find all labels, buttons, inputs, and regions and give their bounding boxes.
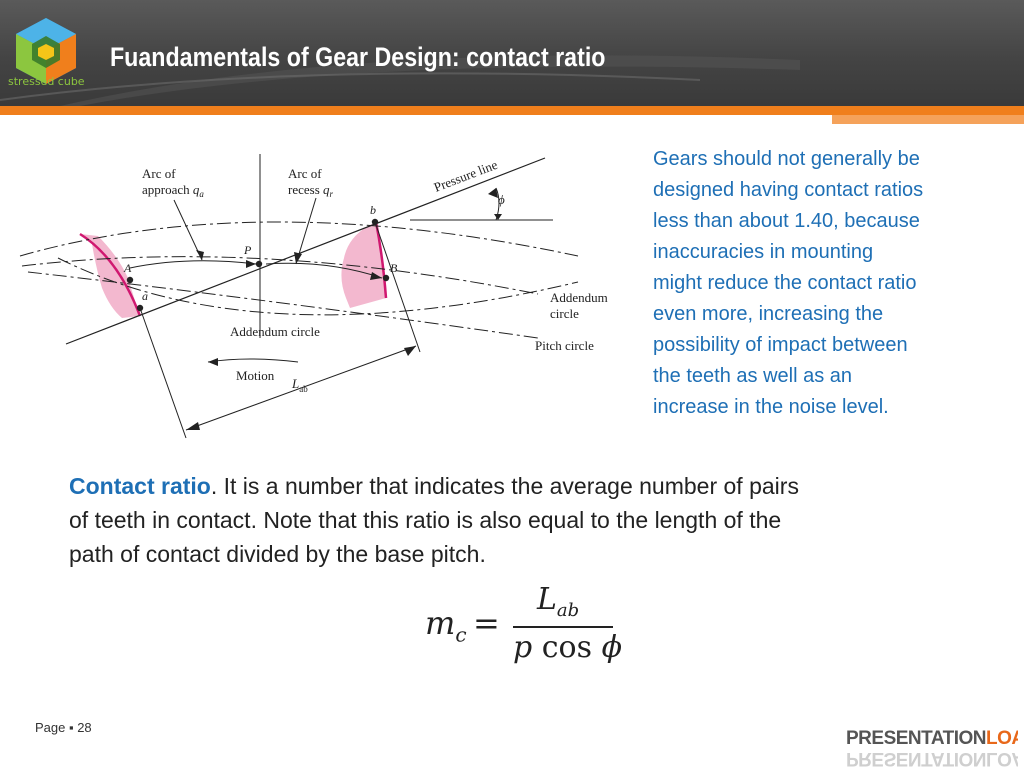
pressure-line: [65, 157, 546, 345]
side-note-line: increase in the noise level.: [653, 396, 889, 418]
label-pitch-circle: Pitch circle: [535, 338, 594, 353]
side-note-line: less than about 1.40, because: [653, 210, 920, 232]
addendum-circle-lower: [27, 271, 539, 339]
header-swoosh-decoration: [0, 55, 800, 106]
slide-header: stressed cube Fuandamentals of Gear Desi…: [0, 0, 1024, 106]
leader-arc-approach: [173, 199, 203, 261]
keyword-contact-ratio: Contact ratio: [69, 473, 211, 499]
side-note-line: Gears should not generally be: [653, 148, 920, 170]
label-phi: ϕ: [498, 192, 505, 207]
label-arc-recess-1: Arc of: [288, 166, 322, 181]
logo-reflection: PRESENTATIONLOAD: [846, 748, 1018, 768]
contact-ratio-diagram: Arc of approach qa Arc of recess qr Pres…: [19, 154, 608, 439]
logo-text: stressed cube: [8, 75, 85, 88]
label-lab: Lab: [291, 376, 308, 394]
label-point-P: P: [243, 243, 252, 257]
label-point-A: A: [123, 261, 132, 275]
label-point-B: B: [390, 261, 398, 275]
stressed-cube-logo-icon: [16, 18, 76, 84]
point-P: [255, 260, 263, 268]
formula-equals: =: [473, 604, 500, 642]
tooth-left-shading: [80, 234, 140, 318]
definition-paragraph: Contact ratio. It is a number that indic…: [69, 469, 989, 571]
side-note: Gears should not generally be designed h…: [653, 144, 1013, 423]
header-accent-bar-secondary: [832, 115, 1024, 124]
label-addendum-bottom: Addendum circle: [230, 324, 320, 339]
presentationload-logo: PRESENTATIONLOAD PRESENTATIONLOAD: [846, 728, 1018, 768]
formula-fraction-bar: [513, 626, 613, 628]
label-arc-recess-2: recess qr: [288, 182, 334, 199]
lab-dimension-line: [185, 345, 417, 431]
upper-dashed-circle: [19, 221, 579, 257]
lab-extension-right: [374, 221, 421, 353]
point-A: [126, 276, 134, 284]
lab-extension-left: [139, 307, 187, 439]
recess-arc-arrow: [265, 262, 383, 279]
label-addendum-right-1: Addendum: [550, 290, 608, 305]
motion-arrow: [207, 358, 299, 363]
side-note-line: designed having contact ratios: [653, 179, 924, 201]
contact-ratio-formula: mc = Lab p cos ϕ: [425, 582, 625, 672]
approach-arc-arrow: [129, 260, 257, 269]
label-arc-approach-1: Arc of: [142, 166, 176, 181]
formula-lhs: mc: [425, 604, 467, 647]
label-point-a: a: [142, 289, 148, 303]
leader-arc-recess: [295, 197, 317, 265]
side-note-line: the teeth as well as an: [653, 365, 853, 387]
definition-line-1: Contact ratio. It is a number that indic…: [69, 473, 799, 499]
label-motion: Motion: [236, 368, 275, 383]
side-note-line: possibility of impact between: [653, 334, 908, 356]
header-accent-bar: [0, 106, 1024, 115]
formula-denominator: p cos ϕ: [513, 630, 623, 665]
side-note-line: might reduce the contact ratio: [653, 272, 917, 294]
definition-line-3: path of contact divided by the base pitc…: [69, 541, 486, 567]
definition-line-2: of teeth in contact. Note that this rati…: [69, 507, 782, 533]
point-B: [382, 274, 390, 282]
label-addendum-right-2: circle: [550, 306, 579, 321]
side-note-line: even more, increasing the: [653, 303, 884, 325]
page-number: Page ▪ 28: [35, 720, 92, 735]
tooth-right-shading: [341, 222, 386, 308]
label-point-b: b: [370, 203, 376, 217]
page-title: Fuandamentals of Gear Design: contact ra…: [110, 42, 606, 72]
side-note-line: inaccuracies in mounting: [653, 241, 874, 263]
label-arc-approach-2: approach qa: [142, 182, 204, 199]
formula-numerator: Lab: [537, 582, 580, 621]
